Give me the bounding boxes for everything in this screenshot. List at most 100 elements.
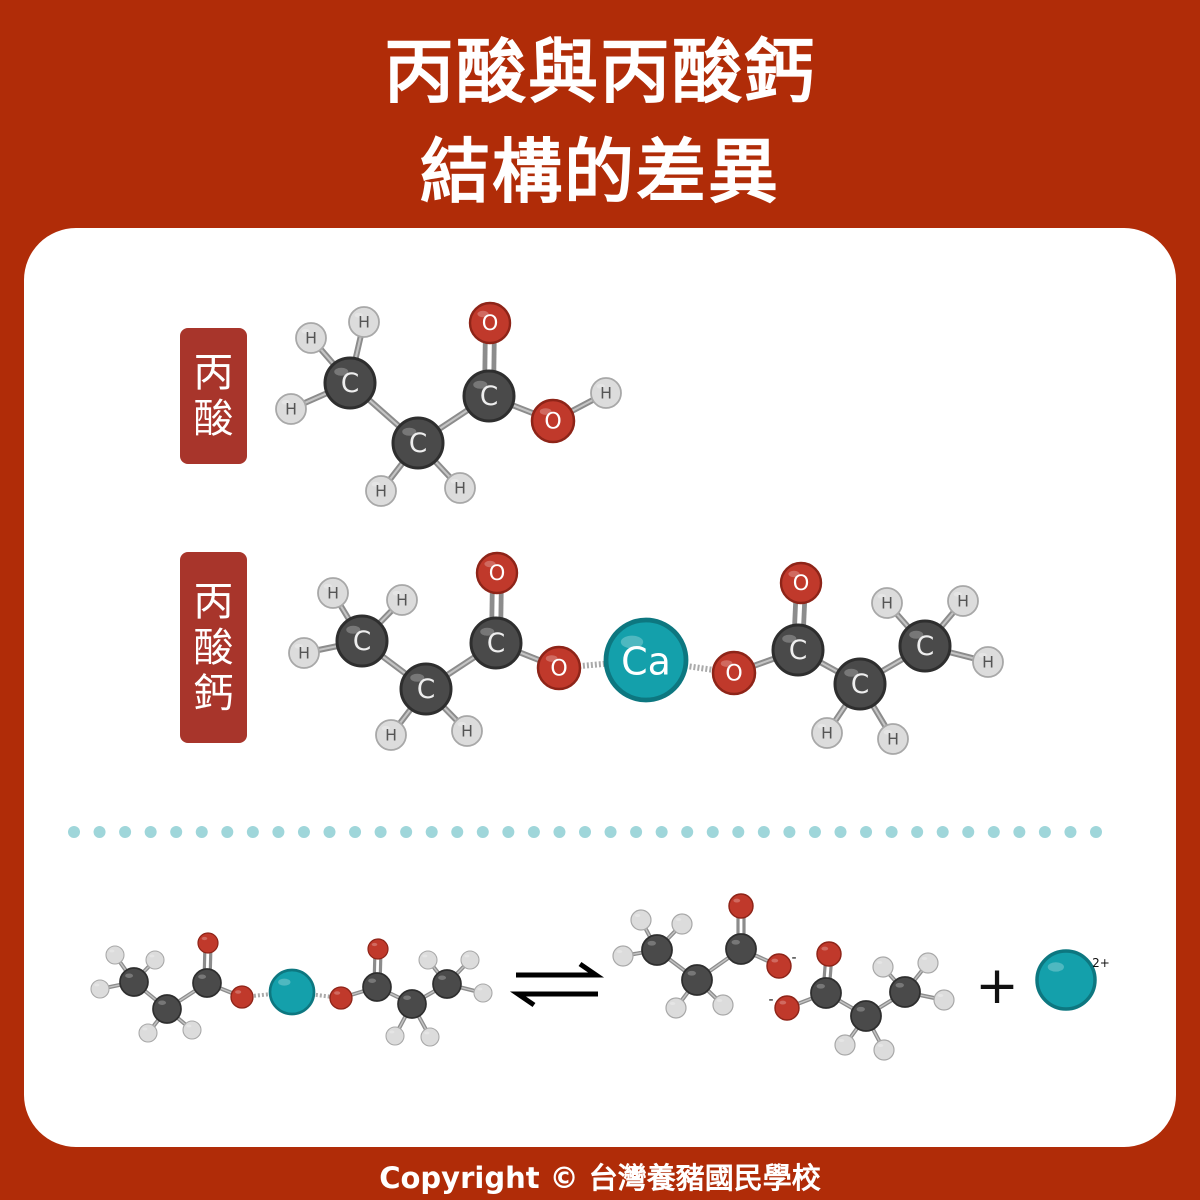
atom-sphere [138, 1023, 158, 1043]
atom-shine [125, 973, 134, 978]
atom-label: C [851, 670, 869, 700]
atom-shine [484, 560, 496, 568]
carbon-atom: C [323, 356, 377, 410]
atom-sphere [816, 941, 842, 967]
atom-sphere [681, 964, 713, 996]
label-calcium-propanoate: 丙 酸 鈣 [180, 552, 247, 743]
title-line-1: 丙酸與丙酸鈣 [384, 31, 816, 113]
carbon-atom [397, 989, 427, 1019]
atom-shine [109, 949, 115, 953]
atom-sphere [397, 989, 427, 1019]
atom-shine [720, 660, 733, 667]
atom-sphere [288, 637, 320, 669]
divider-dot [757, 826, 770, 838]
atom-sphere [630, 909, 652, 931]
atom-label: H [358, 312, 370, 331]
atom-shine [410, 673, 425, 682]
divider-dot [476, 826, 489, 838]
hydrogen-atom [385, 1026, 405, 1046]
atom-shine [716, 998, 723, 1003]
atom-label: H [881, 593, 893, 612]
atom-shine [422, 954, 428, 958]
atom-label: H [821, 723, 833, 742]
atom-sphere [348, 306, 380, 338]
hydrogen-atom: H [288, 637, 320, 669]
atom-sphere [917, 952, 939, 974]
oxygen-atom [367, 938, 389, 960]
atom-sphere [469, 616, 523, 670]
carbon-atom: C [391, 416, 445, 470]
atom-sphere [317, 577, 349, 609]
atom-shine [953, 591, 962, 597]
carbon-atom [152, 994, 182, 1024]
atom-sphere [641, 934, 673, 966]
oxygen-atom: O [468, 301, 512, 345]
atom-label: O [544, 410, 561, 435]
oxygen-atom: O [711, 650, 757, 696]
atom-shine [921, 956, 928, 961]
atom-sphere [774, 995, 800, 1021]
atom-shine [816, 983, 825, 989]
atom-label: C [789, 636, 807, 666]
hydrogen-atom: H [871, 587, 903, 619]
atom-shine [323, 583, 332, 589]
hydrogen-atom [872, 956, 894, 978]
atom-sphere [1035, 949, 1097, 1011]
atom-shine [201, 936, 208, 941]
carbon-atom: C [898, 619, 952, 673]
atom-label: O [725, 662, 742, 687]
oxygen-atom [230, 985, 254, 1009]
atom-sphere [834, 1034, 856, 1056]
carbon-atom [362, 972, 392, 1002]
carbon-atom [889, 976, 921, 1008]
atom-label: H [285, 399, 297, 418]
divider-dot [323, 826, 336, 838]
hydrogen-atom [90, 979, 110, 999]
atom-sphere [728, 893, 754, 919]
atom-sphere [386, 584, 418, 616]
atom-sphere [725, 933, 757, 965]
atom-shine [278, 978, 291, 986]
oxygen-atom: O [536, 645, 582, 691]
atom-sphere [771, 623, 825, 677]
oxygen-atom [774, 995, 800, 1021]
hydrogen-atom: H [386, 584, 418, 616]
hydrogen-atom [873, 1039, 895, 1061]
carbon-atom: C [469, 616, 523, 670]
divider-dot [681, 826, 694, 838]
plus-sign: + [975, 956, 1019, 1016]
carbon-atom: C [335, 614, 389, 668]
hydrogen-atom [612, 945, 634, 967]
atom-shine [838, 1038, 845, 1043]
atom-sphere [90, 979, 110, 999]
atom-shine [895, 982, 904, 988]
calcium-atom [1035, 949, 1097, 1011]
atom-sphere [665, 997, 687, 1019]
atom-sphere [145, 950, 165, 970]
atom-shine [371, 942, 378, 947]
atom-shine [856, 1006, 865, 1012]
atom-label: O [489, 561, 506, 585]
atom-sphere [367, 938, 389, 960]
atom-shine [877, 593, 886, 599]
divider-dot [451, 826, 464, 838]
carbon-atom [850, 1000, 882, 1032]
atom-label: H [982, 652, 994, 671]
divider-dot [834, 826, 847, 838]
atom-shine [687, 970, 696, 976]
atom-label: H [375, 481, 387, 500]
atom-shine [464, 954, 470, 958]
hydrogen-atom: H [590, 377, 622, 409]
atom-shine [149, 954, 155, 958]
atom-label: O [793, 571, 810, 595]
atom-sphere [362, 972, 392, 1002]
atom-sphere [850, 1000, 882, 1032]
atom-shine [616, 949, 623, 954]
hydrogen-atom [712, 994, 734, 1016]
atom-sphere [105, 945, 125, 965]
atom-shine [346, 625, 361, 634]
divider-dot [68, 826, 80, 838]
hydrogen-atom: H [877, 723, 909, 755]
atom-shine [294, 643, 303, 649]
divider-dot [93, 826, 106, 838]
